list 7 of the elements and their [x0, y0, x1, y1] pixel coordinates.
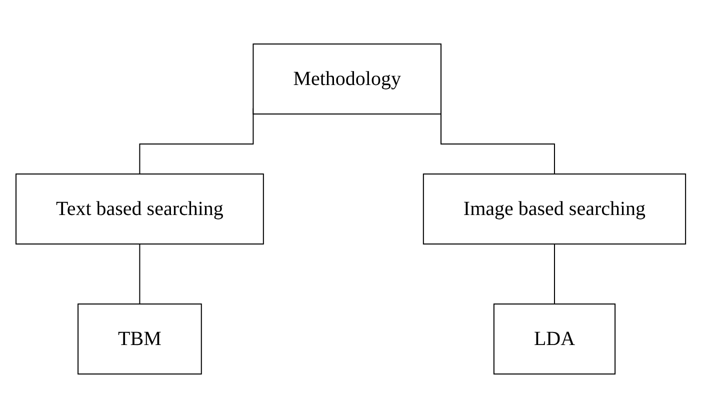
node-box: Methodology [252, 43, 442, 114]
connector [554, 243, 555, 304]
node-box: Image based searching [422, 173, 686, 244]
connector [138, 243, 140, 304]
node-box: LDA [493, 303, 616, 374]
node-box: Text based searching [15, 173, 264, 244]
node-box: TBM [77, 303, 202, 374]
